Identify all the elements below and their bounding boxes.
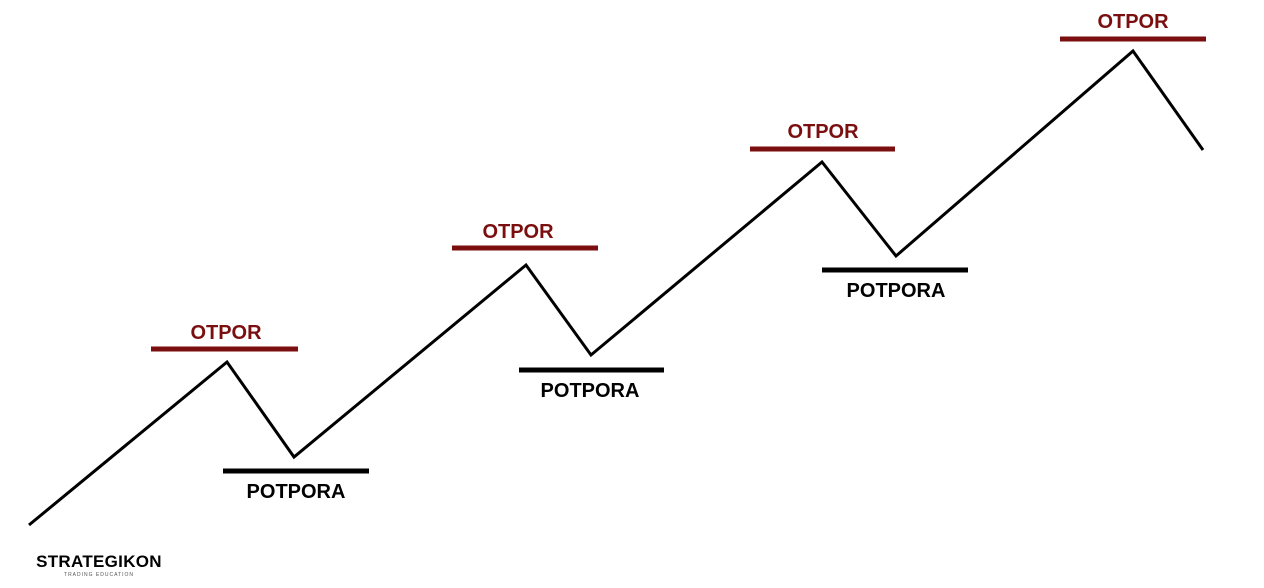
price-path-line [28, 48, 1205, 527]
brand-logo: STRATEGIKON TRADING EDUCATION [24, 552, 174, 578]
resistance-level-4: OTPOR [1060, 11, 1206, 42]
support-level-3: POTPORA [822, 267, 968, 302]
support-label: POTPORA [847, 280, 946, 302]
resistance-level-1: OTPOR [151, 322, 298, 352]
support-level-2: POTPORA [519, 367, 664, 402]
resistance-label: OTPOR [482, 221, 554, 243]
brand-tagline: TRADING EDUCATION [64, 572, 134, 578]
support-label: POTPORA [247, 481, 346, 503]
resistance-label: OTPOR [787, 121, 859, 143]
resistance-level-2: OTPOR [452, 221, 598, 251]
brand-name: STRATEGIKON [36, 552, 162, 571]
resistance-level-3: OTPOR [750, 121, 895, 152]
resistance-label: OTPOR [1097, 11, 1169, 33]
resistance-label: OTPOR [190, 322, 262, 344]
support-label: POTPORA [541, 380, 640, 402]
support-level-1: POTPORA [223, 468, 369, 503]
